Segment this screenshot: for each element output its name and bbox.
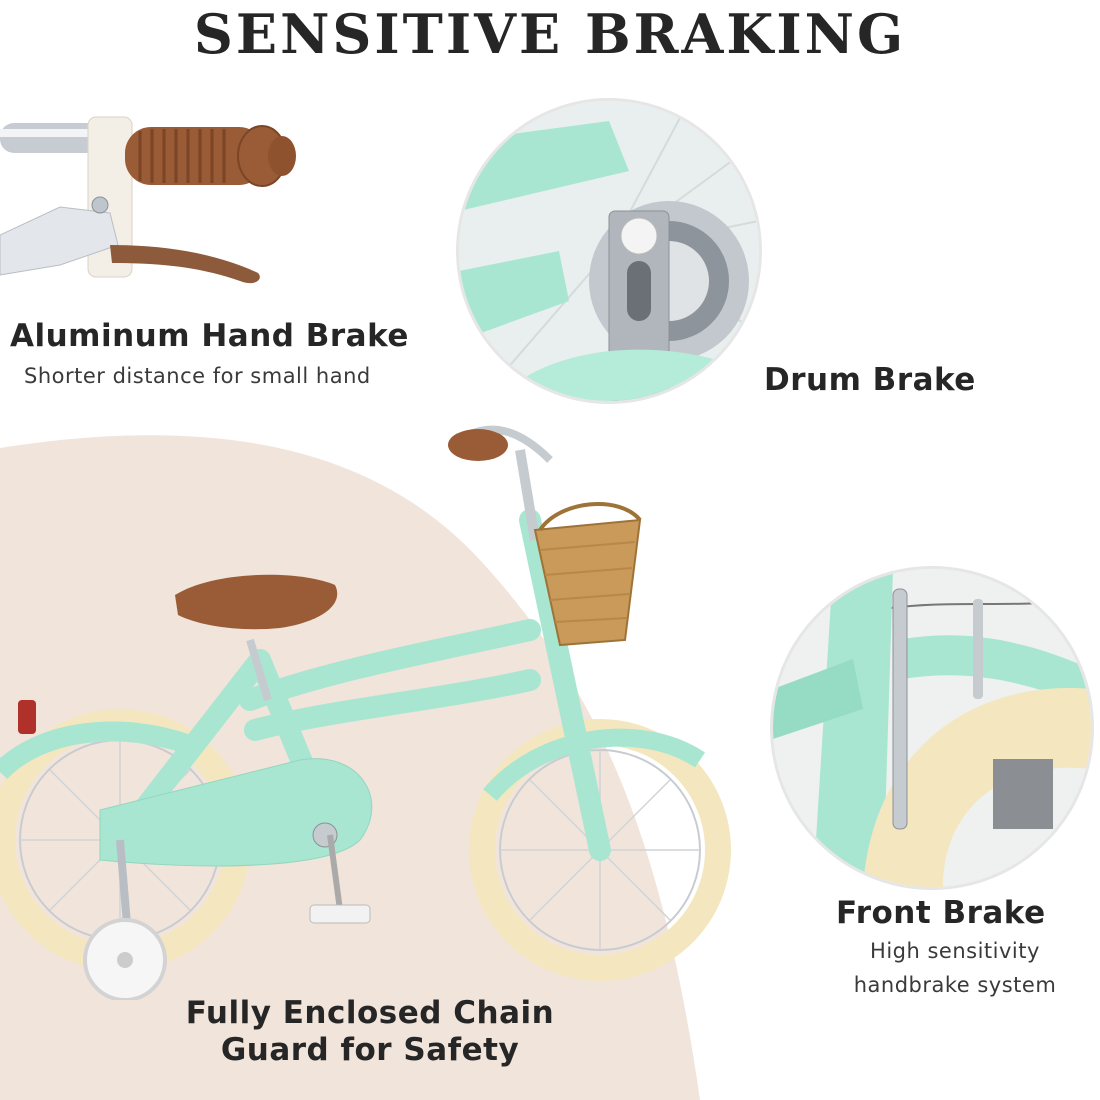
front-brake-sub-line2: handbrake system [853,973,1057,997]
bicycle-image [0,400,760,1000]
chain-guard-line2: Guard for Safety [220,1032,520,1068]
hand-brake-label: Aluminum Hand Brake [10,318,409,354]
chain-guard-line1: Fully Enclosed Chain [185,995,555,1031]
front-brake-label: Front Brake [836,895,1046,931]
drum-brake-label: Drum Brake [764,362,976,398]
hand-brake-image [0,95,300,305]
front-brake-image [770,566,1094,890]
page-title: SENSITIVE BRAKING [193,2,907,66]
front-brake-sub-line1: High sensitivity [870,939,1040,963]
drum-brake-image [456,98,762,404]
hand-brake-sub: Shorter distance for small hand [24,364,371,388]
